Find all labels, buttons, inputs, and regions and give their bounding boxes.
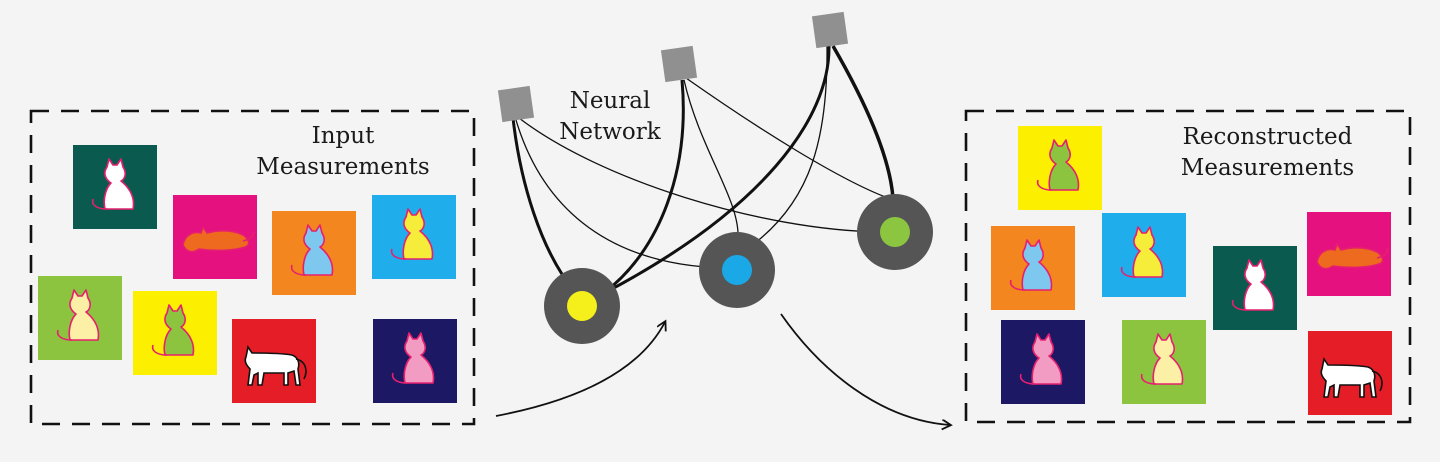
- cat-icon: [290, 224, 334, 276]
- reconstructed-measurements-label: Reconstructed Measurements: [1150, 122, 1385, 184]
- output-cat-tile: [1018, 126, 1102, 210]
- input-cat-tile: [272, 211, 356, 295]
- output-cat-tile: [991, 226, 1075, 310]
- output-cat-tile: [1122, 320, 1206, 404]
- output-cat-tile: [1213, 246, 1297, 330]
- cat-icon: [1019, 333, 1063, 385]
- cat-icon: [182, 226, 255, 253]
- connection-b-yellow: [604, 79, 685, 294]
- cat-icon: [1316, 243, 1389, 270]
- output-cat-tile: [1001, 320, 1085, 404]
- network-to-output-arrow: [780, 313, 950, 425]
- output-cat-tile: [1308, 331, 1392, 415]
- connection-b-blue: [683, 79, 739, 239]
- connection-a-blue: [515, 119, 726, 269]
- input-cat-tile: [133, 291, 217, 375]
- input-label-line1: Input: [311, 123, 375, 149]
- input-node-1: [497, 85, 535, 123]
- cat-icon: [1036, 139, 1080, 191]
- cat-icon: [244, 344, 307, 386]
- cat-icon: [1009, 239, 1053, 291]
- node-blue: [699, 232, 775, 308]
- network-connections: [511, 45, 895, 294]
- input-cat-tile: [373, 319, 457, 403]
- input-cat-tile: [232, 319, 316, 403]
- input-node-2: [660, 45, 698, 83]
- cat-icon: [1320, 356, 1383, 398]
- output-label-line1: Reconstructed: [1182, 124, 1353, 150]
- cat-icon: [56, 289, 100, 341]
- connection-c-yellow: [609, 45, 831, 292]
- connection-c-blue: [754, 45, 828, 244]
- cat-icon: [1231, 259, 1275, 311]
- input-cat-tile: [173, 195, 257, 279]
- cat-icon: [1140, 333, 1184, 385]
- neural-network-label: Neural Network: [530, 86, 690, 148]
- connection-b-green: [685, 77, 889, 199]
- cat-icon: [390, 208, 434, 260]
- cat-icon: [151, 304, 195, 356]
- network-label-line1: Neural: [569, 88, 651, 114]
- node-yellow: [544, 268, 620, 344]
- input-to-network-arrow: [495, 322, 665, 417]
- output-label-line2: Measurements: [1180, 155, 1355, 181]
- cat-icon: [1120, 226, 1164, 278]
- input-label-line2: Measurements: [256, 154, 430, 180]
- cat-icon: [391, 332, 435, 384]
- cat-icon: [91, 158, 135, 210]
- connection-a-green: [518, 117, 881, 233]
- input-cat-tile: [38, 276, 122, 360]
- output-cat-tile: [1307, 212, 1391, 296]
- input-measurements-label: Input Measurements: [228, 121, 458, 183]
- connection-c-green: [831, 45, 895, 199]
- reconstructed-measurements-box: [964, 109, 1412, 424]
- node-green: [857, 194, 933, 270]
- input-cat-tile: [73, 145, 157, 229]
- input-node-3: [811, 11, 849, 49]
- input-cat-tile: [372, 195, 456, 279]
- output-cat-tile: [1102, 213, 1186, 297]
- input-measurements-box: [29, 109, 476, 426]
- network-label-line2: Network: [559, 119, 661, 145]
